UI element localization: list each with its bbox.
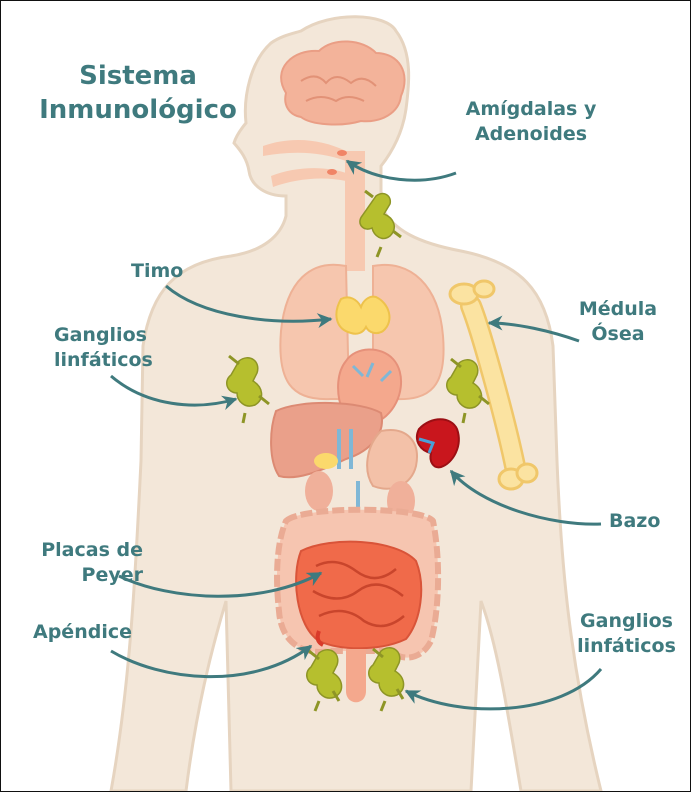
label-amigdalas: Amígdalas y Adenoides <box>441 97 621 147</box>
title-line-1: Sistema <box>23 59 253 93</box>
thymus <box>336 297 389 334</box>
tonsil <box>337 150 347 156</box>
label-ganglios-left: Ganglios linfáticos <box>54 323 153 373</box>
label-medula: Médula Ósea <box>569 297 667 347</box>
label-timo: Timo <box>131 259 183 284</box>
adenoid <box>327 169 337 175</box>
label-bazo: Bazo <box>609 509 660 534</box>
label-apendice: Apéndice <box>33 620 132 645</box>
label-ganglios-right: Ganglios linfáticos <box>569 609 684 659</box>
label-placas: Placas de Peyer <box>13 538 143 588</box>
stomach <box>367 430 417 489</box>
brain <box>281 41 404 124</box>
left-kidney <box>305 471 333 511</box>
diagram-title: Sistema Inmunológico <box>23 59 253 127</box>
title-line-2: Inmunológico <box>23 93 253 127</box>
